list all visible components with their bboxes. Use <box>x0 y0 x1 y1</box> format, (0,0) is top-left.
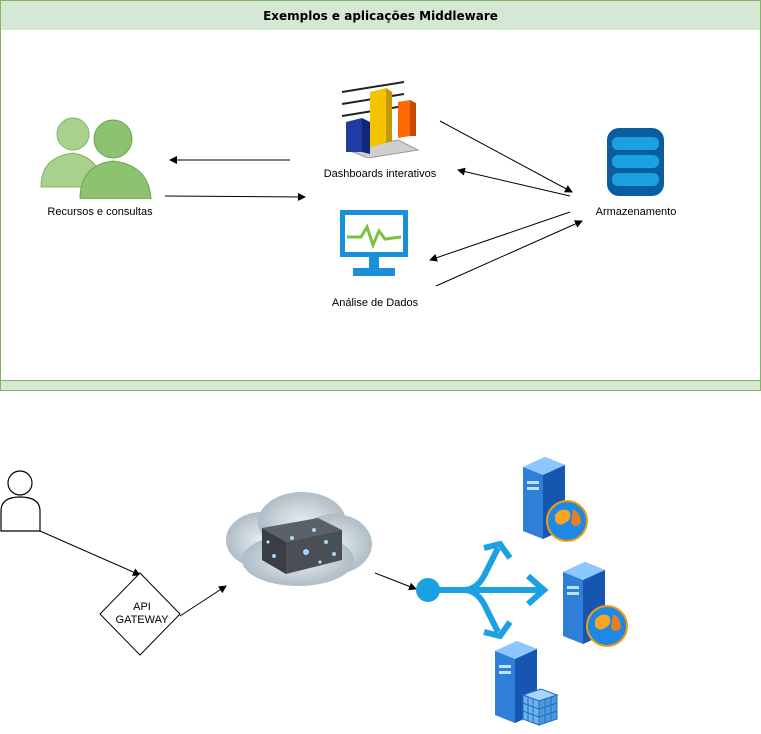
gateway-label: API GATEWAY <box>115 601 169 626</box>
arrow-storage-to-analysis <box>429 211 571 262</box>
analysis-node[interactable] <box>339 209 409 284</box>
database-server[interactable] <box>493 641 559 734</box>
dashboards-node[interactable] <box>340 80 420 163</box>
web-server-1[interactable] <box>521 457 591 552</box>
cloud-node[interactable] <box>222 490 374 595</box>
section-header: Exemplos e aplicações Middleware <box>0 0 761 31</box>
arrow-cloud-to-lb <box>374 572 417 591</box>
load-balancer-node[interactable] <box>414 540 550 645</box>
web-server-icon <box>523 457 588 542</box>
web-server-2[interactable] <box>561 562 631 657</box>
users-node[interactable] <box>39 117 152 204</box>
gateway-shape <box>99 572 181 656</box>
users-label: Recursos e consultas <box>47 206 153 218</box>
storage-label: Armazenamento <box>595 206 677 218</box>
user-node[interactable] <box>0 469 42 538</box>
arrow-users-to-dashboard <box>164 192 306 201</box>
section-title: Exemplos e aplicações Middleware <box>263 8 498 23</box>
arrow-user-to-gateway <box>39 530 141 576</box>
analysis-label: Análise de Dados <box>331 297 419 309</box>
cloud-server-icon <box>226 492 372 586</box>
arrow-dashboard-to-storage <box>439 120 573 193</box>
database-server-icon <box>495 641 559 726</box>
monitor-pulse-icon <box>340 210 408 276</box>
section-body <box>0 30 761 381</box>
database-icon <box>607 128 664 196</box>
arrow-storage-to-dashboard <box>457 167 571 197</box>
dashboards-label: Dashboards interativos <box>323 168 437 180</box>
bar-chart-icon <box>341 81 420 159</box>
users-icon <box>40 117 152 200</box>
storage-node[interactable] <box>607 128 664 201</box>
web-server-icon <box>563 562 628 647</box>
user-icon <box>0 470 41 532</box>
load-balancer-icon <box>416 540 549 640</box>
arrow-analysis-to-storage <box>435 220 583 287</box>
arrow-gateway-to-cloud <box>179 585 227 617</box>
